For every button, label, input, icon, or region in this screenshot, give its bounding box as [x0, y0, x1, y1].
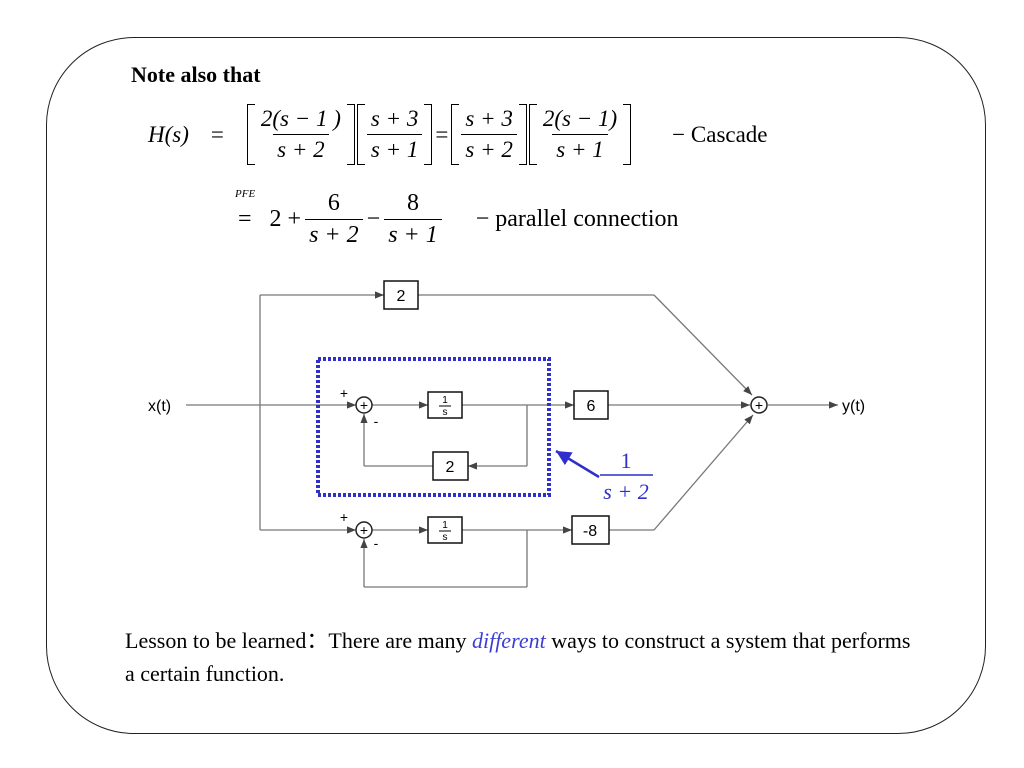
fraction-2: s + 3 s + 1	[363, 106, 426, 163]
cascade-label: − Cascade	[672, 121, 768, 147]
parallel-label: − parallel connection	[475, 206, 679, 232]
bracket-3: s + 3 s + 2	[451, 104, 528, 165]
gain-block-top	[383, 280, 419, 310]
output-sum-symbol: +	[755, 397, 763, 413]
integrator-mid-num: 1	[442, 395, 448, 406]
lesson-text: Lesson to be learned：There are many diff…	[125, 624, 915, 690]
fraction-1-num: 2(s − 1 )	[260, 106, 341, 131]
mid-plus-sign: +	[340, 385, 348, 401]
equals-sign-2: =	[435, 121, 449, 147]
gain-block-mid	[573, 390, 609, 420]
heading: Note also that	[131, 62, 261, 87]
mid-minus-sign: -	[374, 413, 379, 429]
bracket-2: s + 3 s + 1	[356, 104, 433, 165]
bottom-to-sum-line	[653, 414, 754, 531]
constant-term: 2 +	[269, 206, 302, 232]
slide-frame	[46, 37, 986, 734]
h-of-s: H(s)	[148, 121, 189, 147]
bracket-1: 2(s − 1 ) s + 2	[246, 104, 355, 165]
gain-bottom-label: -8	[583, 523, 597, 540]
feedback-gain-label: 2	[446, 459, 455, 476]
fraction-4: 2(s − 1) s + 1	[535, 106, 625, 163]
pfe-label: PFE	[235, 188, 256, 200]
first-order-section-box	[316, 357, 551, 497]
integrator-bottom-num: 1	[442, 520, 448, 531]
fraction-8: 8 s + 1	[380, 190, 446, 249]
bottom-plus-sign: +	[340, 509, 348, 525]
fraction-1-den: s + 2	[273, 134, 329, 163]
fraction-6-num: 6	[327, 190, 340, 216]
fraction-3: s + 3 s + 2	[457, 106, 520, 163]
fraction-6: 6 s + 2	[301, 190, 367, 249]
lesson-emphasis: different	[471, 628, 546, 653]
gain-block-bottom	[571, 515, 610, 545]
fraction-6-den: s + 2	[305, 219, 363, 249]
integrator-mid-den: s	[443, 407, 448, 418]
output-sum-junction	[750, 396, 768, 414]
integrator-block-mid	[427, 391, 463, 419]
fraction-1: 2(s − 1 ) s + 2	[253, 106, 349, 163]
fraction-8-den: s + 1	[384, 219, 442, 249]
gain-mid-label: 6	[587, 398, 596, 415]
bottom-sum-symbol: +	[360, 522, 368, 538]
bottom-sum-junction	[355, 521, 373, 539]
fraction-3-num: s + 3	[465, 106, 513, 131]
lesson-part2: ways to construct a system that performs…	[125, 628, 911, 686]
integrator-bottom-den: s	[443, 532, 448, 543]
annotation-num: 1	[621, 448, 632, 473]
output-label: y(t)	[842, 398, 865, 415]
integrator-block-bottom	[427, 516, 463, 544]
annotation-arrow	[555, 449, 600, 479]
equals-sign: =	[210, 121, 224, 147]
top-to-sum-line	[653, 294, 753, 396]
cascade-equation: H(s) = 2(s − 1 ) s + 2 s + 3 s + 1 = s +…	[148, 104, 768, 165]
mid-sum-symbol: +	[360, 397, 368, 413]
bottom-minus-sign: -	[374, 535, 379, 551]
input-label: x(t)	[148, 398, 171, 415]
feedback-gain-block	[432, 451, 469, 481]
fraction-2-den: s + 1	[366, 134, 423, 163]
gain-top-label: 2	[397, 288, 406, 305]
fraction-2-num: s + 3	[370, 106, 419, 131]
minus-sign: −	[366, 206, 381, 232]
fraction-3-den: s + 2	[461, 134, 517, 163]
fraction-4-den: s + 1	[552, 134, 608, 163]
lesson-part1: Lesson to be learned：There are many	[125, 628, 472, 653]
annotation-den: s + 2	[603, 479, 648, 504]
equals-sign-pfe: =	[238, 206, 252, 232]
parallel-equation: = 2 + 6 s + 2 − 8 s + 1 − parallel conne…	[238, 190, 679, 249]
mid-sum-junction	[355, 396, 373, 414]
bracket-4: 2(s − 1) s + 1	[528, 104, 632, 165]
fraction-4-num: 2(s − 1)	[542, 106, 618, 131]
fraction-8-num: 8	[406, 190, 419, 216]
